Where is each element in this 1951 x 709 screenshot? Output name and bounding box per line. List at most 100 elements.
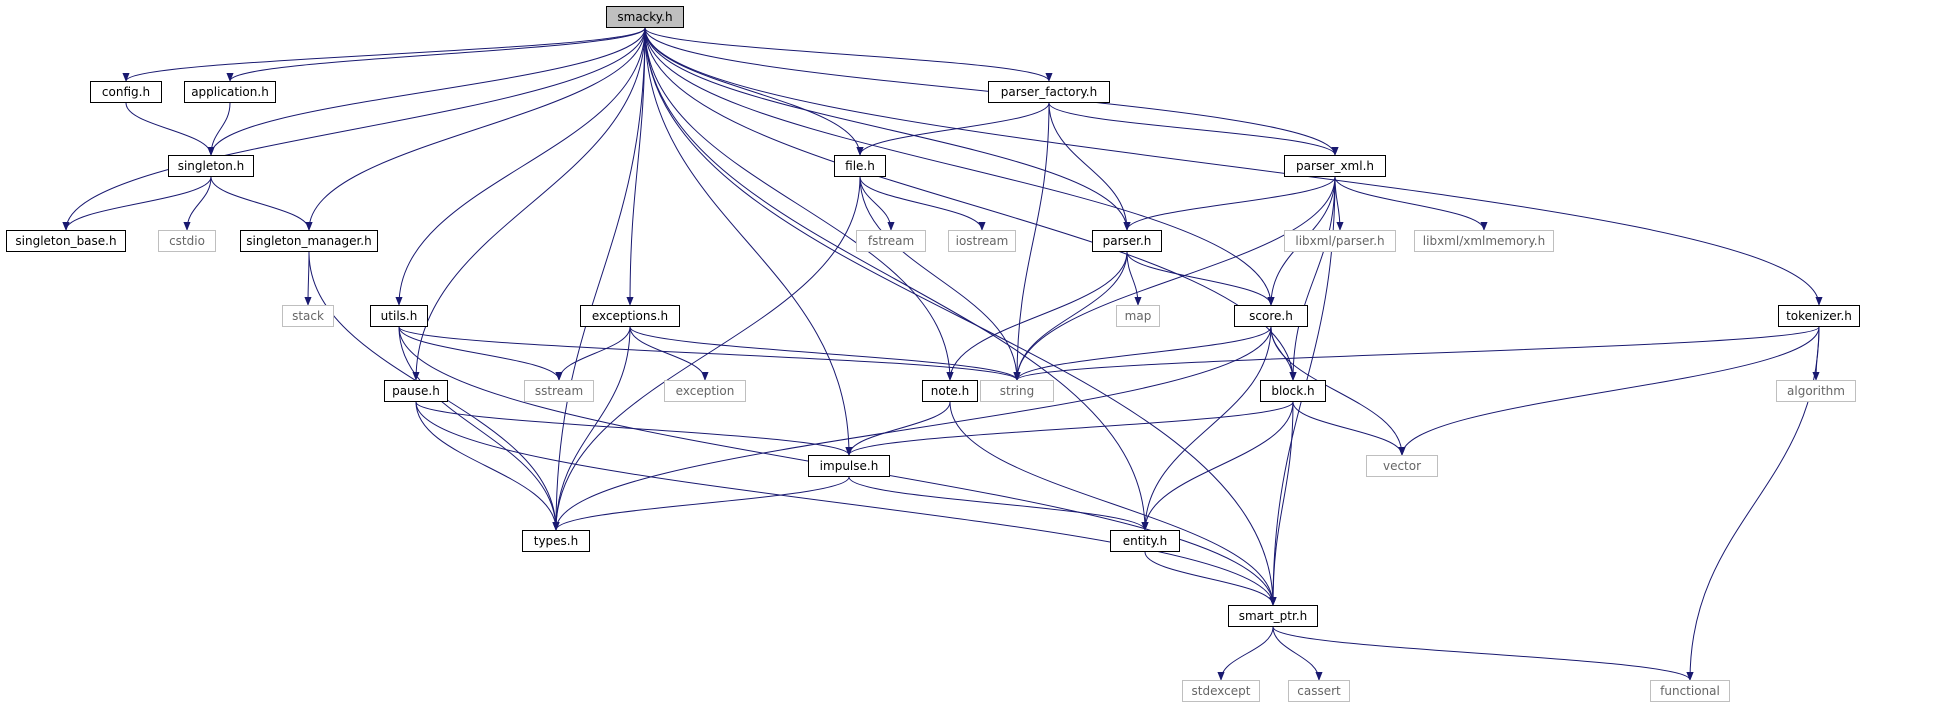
node-parser-xml[interactable]: parser_xml.h: [1284, 155, 1386, 177]
edge-tokenizer-to-vector: [1398, 326, 1820, 456]
edge-exceptions-to-types: [552, 326, 631, 531]
edge-singleton-to-cstdio: [183, 176, 212, 231]
node-pause[interactable]: pause.h: [384, 380, 448, 402]
edge-config-to-singleton: [125, 102, 215, 156]
edge-parser-factory-to-file: [856, 102, 1050, 156]
edge-smacky-to-exceptions: [626, 27, 646, 306]
node-libxml-xmlmemory: libxml/xmlmemory.h: [1414, 230, 1554, 252]
node-tokenizer[interactable]: tokenizer.h: [1778, 305, 1860, 327]
edge-parser-to-string: [1013, 251, 1128, 381]
edge-block-to-smart-ptr: [1269, 401, 1294, 606]
edge-exceptions-to-string: [629, 326, 1021, 381]
node-impulse[interactable]: impulse.h: [808, 455, 890, 477]
edge-parser-factory-to-parser: [1048, 102, 1131, 231]
edge-pause-to-types: [415, 401, 560, 531]
edge-smacky-to-impulse: [644, 27, 853, 456]
node-exceptions[interactable]: exceptions.h: [580, 305, 680, 327]
edge-impulse-to-types: [552, 476, 850, 531]
node-score[interactable]: score.h: [1234, 305, 1308, 327]
edge-smacky-to-singleton: [207, 27, 646, 156]
edge-parser-to-note: [946, 251, 1128, 381]
edge-note-to-impulse: [845, 401, 951, 456]
edge-block-to-entity: [1141, 401, 1294, 531]
edge-smacky-to-singleton-base: [62, 27, 646, 231]
edge-parser-xml-to-block: [1289, 176, 1336, 381]
edge-smacky-to-application: [226, 27, 646, 82]
node-fstream: fstream: [856, 230, 926, 252]
node-application[interactable]: application.h: [184, 81, 276, 103]
edge-smart-ptr-to-stdexcept: [1217, 626, 1274, 681]
edge-smacky-to-tokenizer: [644, 27, 1823, 306]
node-singleton-base[interactable]: singleton_base.h: [6, 230, 126, 252]
edge-singleton-to-singleton-base: [62, 176, 212, 231]
node-sstream: sstream: [524, 380, 594, 402]
node-singleton[interactable]: singleton.h: [168, 155, 254, 177]
edge-smacky-to-entity: [644, 27, 1149, 531]
edge-block-to-impulse: [845, 401, 1294, 456]
node-block[interactable]: block.h: [1260, 380, 1326, 402]
node-utils[interactable]: utils.h: [370, 305, 428, 327]
node-singleton-manager[interactable]: singleton_manager.h: [240, 230, 378, 252]
edge-tokenizer-to-string: [1013, 326, 1820, 381]
node-file[interactable]: file.h: [834, 155, 886, 177]
node-string: string: [980, 380, 1054, 402]
edge-singleton-to-singleton-manager: [210, 176, 313, 231]
node-algorithm: algorithm: [1776, 380, 1856, 402]
edge-smacky-to-parser: [644, 27, 1131, 231]
edge-parser-factory-to-parser-xml: [1048, 102, 1339, 156]
node-exception: exception: [664, 380, 746, 402]
edge-entity-to-smart-ptr: [1144, 551, 1277, 606]
edge-smacky-to-pause: [412, 27, 646, 381]
edge-utils-to-string: [398, 326, 1021, 381]
edge-parser-xml-to-parser: [1123, 176, 1336, 231]
edge-file-to-iostream: [859, 176, 986, 231]
edge-smacky-to-score: [644, 27, 1275, 306]
node-types[interactable]: types.h: [522, 530, 590, 552]
edge-score-to-types: [552, 326, 1272, 531]
node-config[interactable]: config.h: [90, 81, 162, 103]
edge-score-to-string: [1013, 326, 1272, 381]
edge-parser-to-map: [1126, 251, 1142, 306]
edge-parser-to-score: [1126, 251, 1275, 306]
edge-smacky-to-utils: [395, 27, 646, 306]
node-functional: functional: [1650, 680, 1730, 702]
edge-utils-to-types: [398, 326, 560, 531]
node-cassert: cassert: [1288, 680, 1350, 702]
edge-parser-xml-to-libxml-xmlmemory: [1334, 176, 1488, 231]
node-libxml-parser: libxml/parser.h: [1284, 230, 1396, 252]
edge-smart-ptr-to-cassert: [1272, 626, 1323, 681]
edge-pause-to-impulse: [415, 401, 853, 456]
edge-smacky-to-singleton-manager: [305, 27, 646, 231]
edge-smacky-to-block: [644, 27, 1297, 381]
node-stack: stack: [282, 305, 334, 327]
edge-smacky-to-parser-factory: [644, 27, 1053, 82]
node-stdexcept: stdexcept: [1182, 680, 1260, 702]
node-parser-factory[interactable]: parser_factory.h: [988, 81, 1110, 103]
edge-block-to-vector: [1292, 401, 1406, 456]
node-cstdio: cstdio: [158, 230, 216, 252]
edge-parser-xml-to-libxml-parser: [1334, 176, 1344, 231]
node-parser[interactable]: parser.h: [1092, 230, 1162, 252]
edge-singleton-manager-to-stack: [304, 251, 312, 306]
edge-smacky-to-types: [552, 27, 646, 531]
edge-score-to-vector: [1270, 326, 1406, 456]
node-smart-ptr[interactable]: smart_ptr.h: [1228, 605, 1318, 627]
edge-file-to-string: [859, 176, 1021, 381]
edge-parser-xml-to-string: [1013, 176, 1336, 381]
node-map: map: [1116, 305, 1160, 327]
node-smacky[interactable]: smacky.h: [606, 6, 684, 28]
edge-parser-factory-to-string: [1013, 102, 1050, 381]
node-vector: vector: [1366, 455, 1438, 477]
edge-smart-ptr-to-functional: [1272, 626, 1694, 681]
edge-utils-to-sstream: [398, 326, 563, 381]
edge-score-to-entity: [1141, 326, 1272, 531]
node-note[interactable]: note.h: [922, 380, 978, 402]
edge-exceptions-to-exception: [629, 326, 709, 381]
node-entity[interactable]: entity.h: [1110, 530, 1180, 552]
edge-impulse-to-entity: [848, 476, 1149, 531]
edge-smacky-to-note: [644, 27, 954, 381]
edge-pause-to-smart-ptr: [415, 401, 1277, 606]
edge-file-to-fstream: [859, 176, 895, 231]
